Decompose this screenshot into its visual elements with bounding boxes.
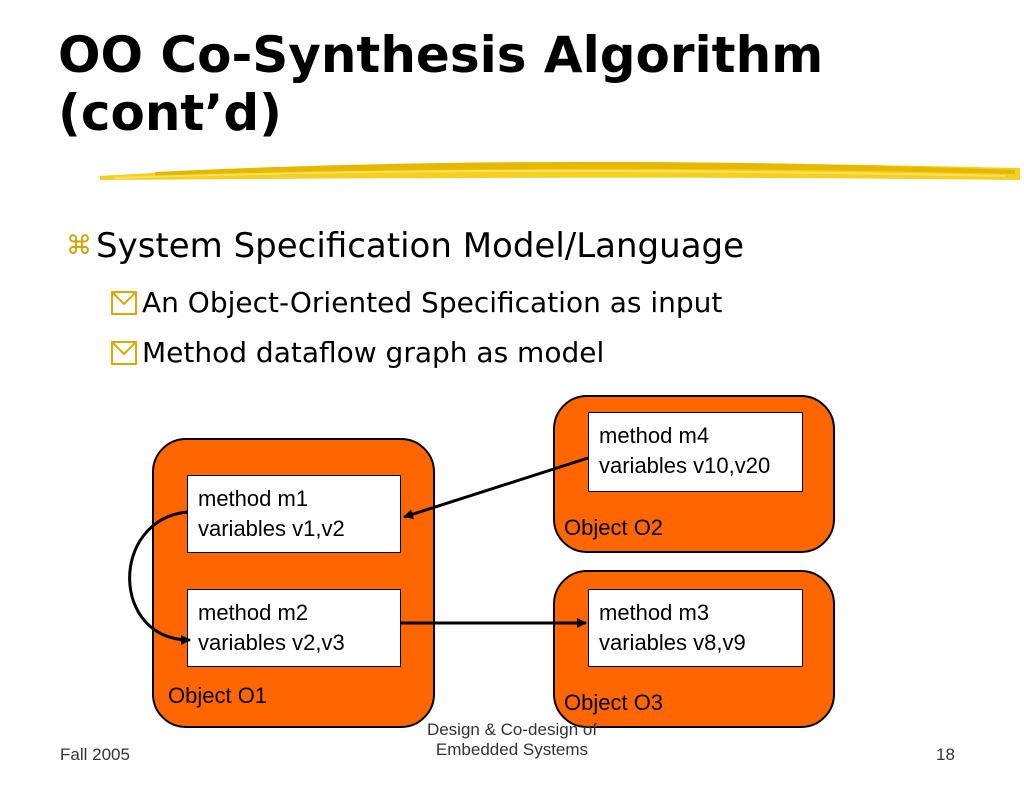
bullet-level2-2: Method dataflow graph as model (110, 336, 604, 369)
bullet-level2-text: An Object-Oriented Specification as inpu… (142, 286, 723, 319)
slide-title-line1: OO Co-Synthesis Algorithm (58, 26, 824, 84)
footer-date: Fall 2005 (60, 745, 130, 764)
method-m4-box: method m4 variables v10,v20 (588, 412, 803, 492)
object-o2-label: Object O2 (564, 515, 664, 540)
y-bullet-icon (111, 340, 137, 365)
footer-course-line2: Embedded Systems (435, 740, 589, 759)
method-name: method m3 (599, 600, 710, 625)
method-m2-box: method m2 variables v2,v3 (187, 589, 401, 667)
z-bullet-icon: ⌘ (66, 231, 92, 261)
object-o1-label: Object O1 (168, 683, 268, 708)
method-variables: variables v8,v9 (599, 630, 746, 655)
method-name: method m2 (198, 600, 309, 625)
slide-title-line2: (cont’d) (58, 84, 282, 142)
bullet-level2-1: An Object-Oriented Specification as inpu… (110, 286, 722, 319)
y-bullet-icon (111, 290, 137, 315)
page-number: 18 (936, 745, 955, 764)
method-variables: variables v1,v2 (198, 516, 345, 541)
method-m3-box: method m3 variables v8,v9 (588, 589, 803, 667)
method-variables: variables v2,v3 (198, 630, 345, 655)
bullet-level1-text: System Specification Model/Language (96, 226, 745, 266)
footer-course-line1: Design & Co-design of (426, 720, 598, 739)
method-m1-box: method m1 variables v1,v2 (187, 475, 401, 553)
slide-title: OO Co-Synthesis Algorithm (cont’d) (58, 26, 958, 142)
method-name: method m4 (599, 423, 710, 448)
method-name: method m1 (198, 486, 309, 511)
method-variables: variables v10,v20 (599, 453, 771, 478)
title-underline-swoosh (100, 161, 1020, 180)
object-o3-label: Object O3 (564, 690, 664, 715)
bullet-level1: ⌘ System Specification Model/Language (66, 226, 744, 266)
bullet-level2-text: Method dataflow graph as model (142, 336, 605, 369)
footer-course: Design & Co-design of Embedded Systems (380, 720, 644, 760)
